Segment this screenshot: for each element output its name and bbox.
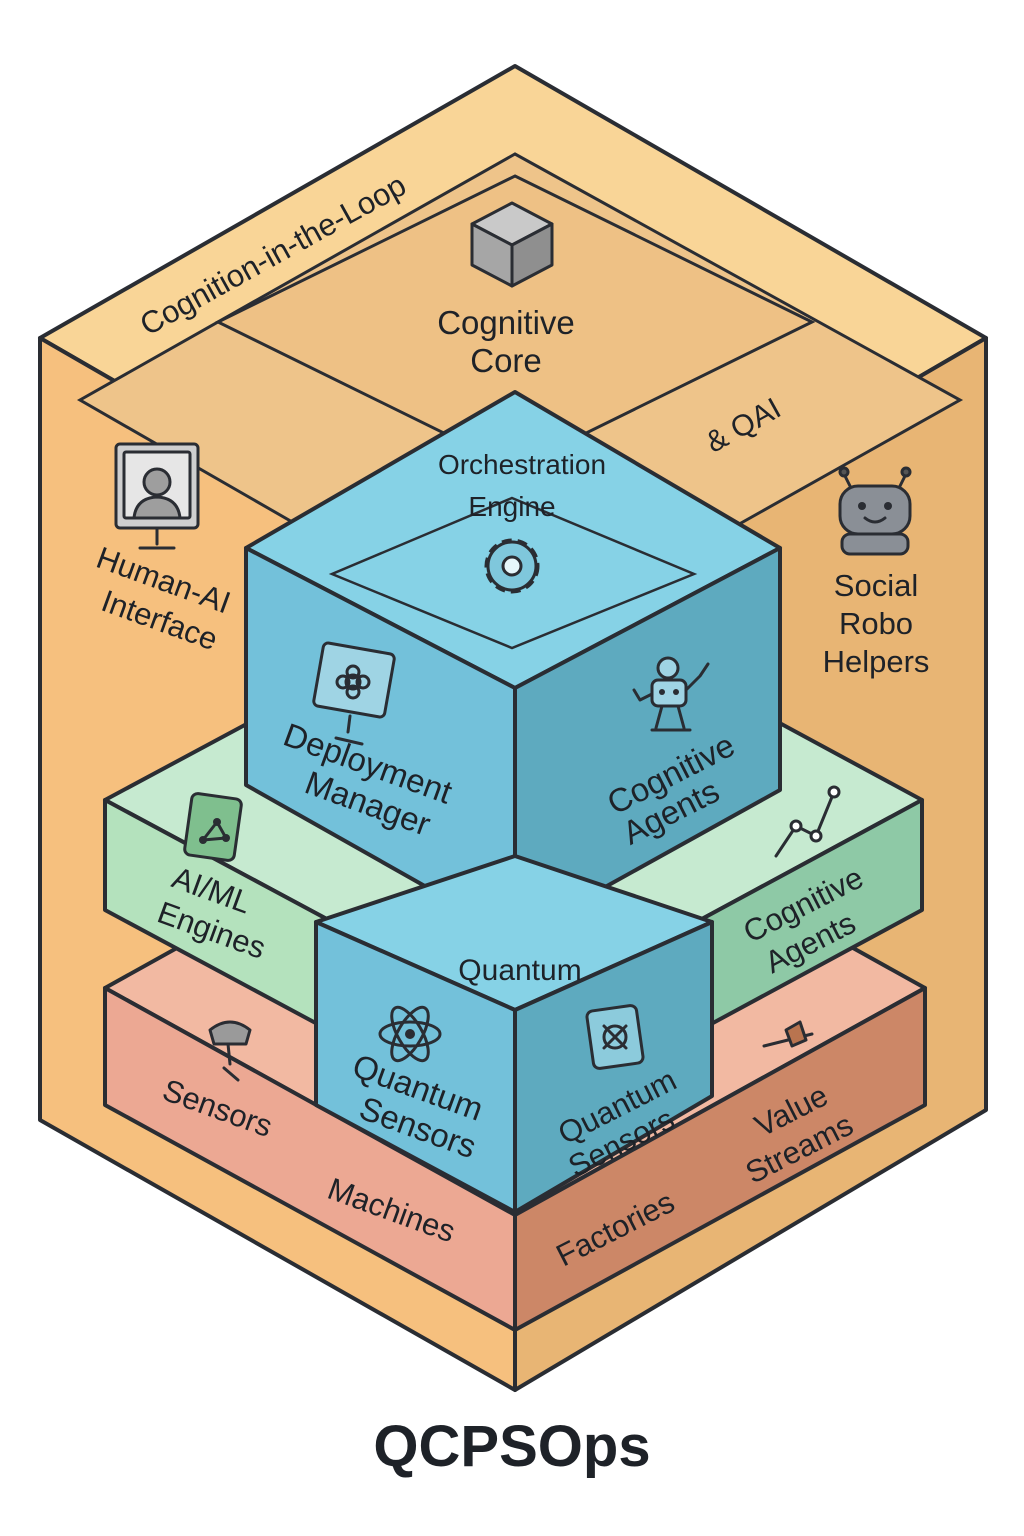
orchestration-label-2: Engine xyxy=(468,491,555,522)
line-chart-icon xyxy=(774,785,841,858)
robot-arm-icon xyxy=(632,656,710,732)
social-robo-label-1: Social xyxy=(834,568,918,603)
social-robo-label-2: Robo xyxy=(839,606,913,641)
atom-icon xyxy=(378,1005,442,1063)
chip-icon xyxy=(585,1004,645,1070)
quantum-cube xyxy=(314,854,714,1214)
physical-layer-right-face xyxy=(513,986,927,1332)
valve-icon xyxy=(762,1020,814,1048)
monitor-flower-icon xyxy=(312,641,396,746)
monitor-user-icon xyxy=(114,442,200,550)
orchestration-label-1: Orchestration xyxy=(438,449,606,480)
social-robo-label-3: Helpers xyxy=(823,644,930,679)
diagram-title: QCPSOps xyxy=(373,1414,650,1479)
cognitive-core-label-2: Core xyxy=(470,342,542,379)
network-icon xyxy=(183,792,243,862)
gear-icon xyxy=(484,538,540,594)
cube-icon xyxy=(470,201,554,288)
robot-icon xyxy=(838,466,912,556)
cognitive-core-label-1: Cognitive xyxy=(437,304,575,341)
quantum-label: Quantum xyxy=(458,954,581,987)
orchestration-inner-panel xyxy=(328,496,698,650)
sensor-icon xyxy=(208,1020,252,1082)
